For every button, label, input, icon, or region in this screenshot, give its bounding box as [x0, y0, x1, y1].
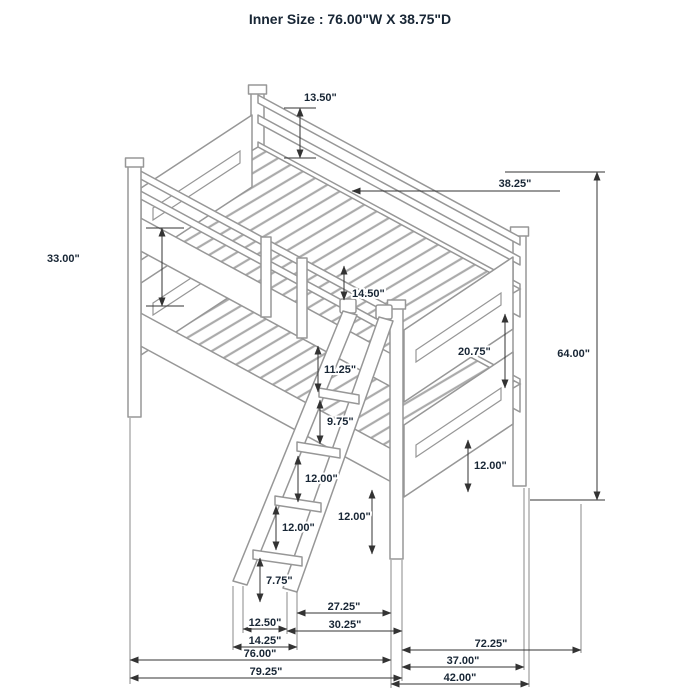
- dim-label-14-25: 14.25": [249, 635, 282, 647]
- front-right-post: [389, 306, 404, 560]
- dim-label-38-25: 38.25": [499, 178, 532, 190]
- guard-center-support-right: [296, 257, 308, 339]
- dim-label-30-25: 30.25": [329, 619, 362, 631]
- dim-label-72-25: 72.25": [475, 638, 508, 650]
- bottom-right-panel-slot: [415, 386, 502, 459]
- ladder-stringer-left: [232, 310, 358, 586]
- ladder-rung-3: [274, 495, 322, 513]
- page-title: Inner Size : 76.00"W X 38.75"D: [249, 11, 451, 27]
- dim-label-12-00-post: 12.00": [338, 511, 371, 523]
- dim-label-12-50: 12.50": [249, 617, 282, 629]
- dim-label-12-00-right: 12.00": [474, 460, 507, 472]
- back-guard-rail-upper: [257, 94, 521, 246]
- front-left-post-cap: [124, 157, 145, 168]
- dim-label-27-25: 27.25": [328, 601, 361, 613]
- dim-label-14-50: 14.50": [352, 288, 385, 300]
- dim-label-76-00: 76.00": [244, 648, 277, 660]
- dim-label-13-50: 13.50": [304, 92, 337, 104]
- guard-center-support-left: [260, 236, 272, 318]
- dim-label-7-75: 7.75": [266, 575, 293, 587]
- dimension-annotations: 13.50" 38.25" 33.00" 14.50" 20.75" 64.00…: [45, 90, 605, 688]
- front-left-post: [127, 164, 142, 418]
- dim-label-11-25: 11.25": [324, 364, 356, 376]
- ladder-rung-4: [252, 549, 303, 567]
- dim-label-79-25: 79.25": [250, 666, 283, 678]
- back-right-post: [512, 233, 527, 487]
- back-guard-rail-lower: [257, 114, 521, 266]
- dim-label-9-75: 9.75": [327, 416, 354, 428]
- top-right-panel-slot: [415, 291, 502, 364]
- ladder-rung-2: [296, 441, 341, 459]
- dim-label-42-00: 42.00": [444, 672, 477, 684]
- dim-label-64-00: 64.00": [557, 348, 590, 360]
- dim-label-20-75: 20.75": [458, 346, 491, 358]
- ladder-rung-1: [318, 387, 360, 405]
- dim-label-12-00-ladder-upper: 12.00": [305, 473, 338, 485]
- dim-label-37-00: 37.00": [447, 655, 480, 667]
- dim-label-12-00-ladder-lower: 12.00": [282, 522, 315, 534]
- top-left-panel-slot: [152, 149, 241, 222]
- dim-label-33-00: 33.00": [47, 253, 80, 265]
- back-left-post-cap: [247, 84, 268, 95]
- ladder: [232, 298, 394, 593]
- extension-lines: [129, 418, 582, 688]
